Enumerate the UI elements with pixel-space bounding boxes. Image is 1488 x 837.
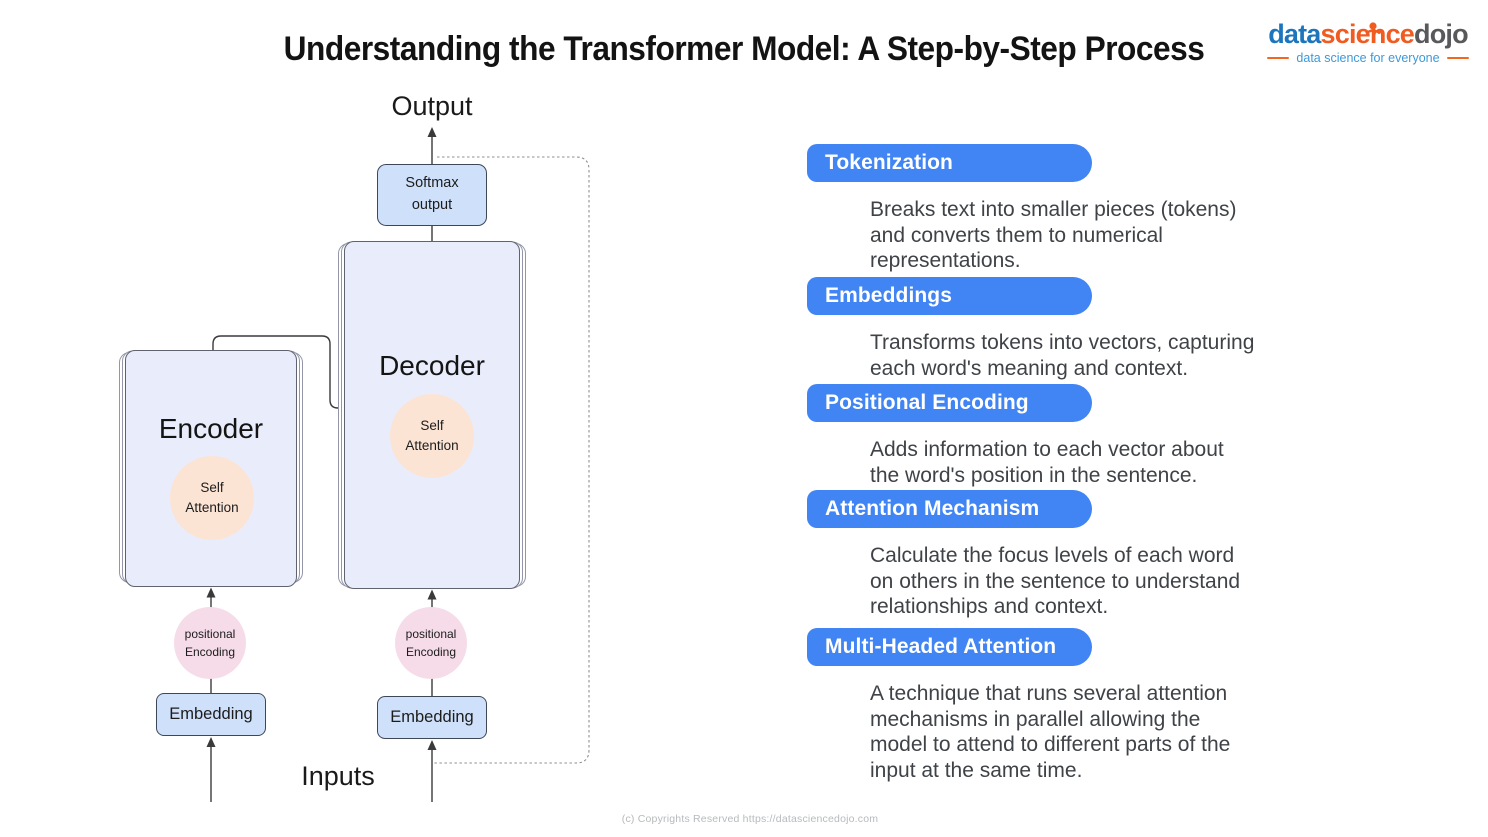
output-label: Output — [391, 91, 473, 121]
inputs-label: Inputs — [301, 761, 375, 791]
feedback-loop-dotted-line — [434, 156, 590, 764]
page-title-text: Understanding the Transformer Model: A S… — [283, 30, 1205, 68]
step-pill: Multi-Headed Attention — [807, 628, 1092, 666]
step-embeddings: Embeddings Transforms tokens into vector… — [807, 277, 1345, 381]
arrowhead-encoder-input — [206, 587, 216, 598]
logo-word-data: data — [1268, 19, 1321, 49]
step-attention-mechanism: Attention Mechanism Calculate the focus … — [807, 490, 1345, 620]
step-multi-headed-attention: Multi-Headed Attention A technique that … — [807, 628, 1345, 783]
tagline-dash-right — [1446, 56, 1469, 59]
decoder-label: Decoder — [379, 350, 485, 381]
encoder-box: Encoder Self Attention — [125, 350, 297, 587]
step-description: A technique that runs several attention … — [870, 682, 1231, 782]
arrowhead-decoder-embedding — [427, 740, 437, 750]
encoder-decoder-connector — [212, 335, 345, 409]
logo-word-science: science — [1321, 19, 1415, 49]
embedding-box-encoder: Embedding — [156, 693, 266, 736]
step-pill: Attention Mechanism — [807, 490, 1092, 528]
encoder-label: Encoder — [158, 413, 264, 444]
step-positional-encoding: Positional Encoding Adds information to … — [807, 384, 1345, 488]
decoder-self-attention-circle: Self Attention — [390, 394, 474, 478]
positional-encoding-circle-encoder: positional Encoding — [174, 607, 246, 679]
arrowhead-encoder-embedding — [206, 737, 216, 747]
embedding-box-decoder: Embedding — [377, 696, 487, 739]
step-tokenization: Tokenization Breaks text into smaller pi… — [807, 144, 1345, 274]
positional-encoding-circle-decoder: positional Encoding — [395, 607, 467, 679]
softmax-output-box: Softmax output — [377, 164, 487, 226]
step-pill: Tokenization — [807, 144, 1092, 182]
step-pill: Positional Encoding — [807, 384, 1092, 422]
arrowhead-output — [427, 127, 437, 137]
arrowhead-decoder-input — [427, 589, 437, 600]
tagline-text: data science for everyone — [1296, 50, 1440, 65]
person-icon — [1364, 11, 1381, 41]
page-title: Understanding the Transformer Model: A S… — [0, 30, 1488, 69]
step-description: Breaks text into smaller pieces (tokens)… — [870, 198, 1237, 272]
logo-tagline: data science for everyone — [1254, 51, 1482, 65]
step-description: Transforms tokens into vectors, capturin… — [870, 331, 1255, 380]
step-description: Adds information to each vector about th… — [870, 438, 1224, 487]
step-description: Calculate the focus levels of each word … — [870, 544, 1241, 618]
logo-word-dojo: dojo — [1414, 19, 1469, 49]
step-pill: Embeddings — [807, 277, 1092, 315]
copyright-text: (c) Copyrights Reserved https://datascie… — [621, 813, 879, 825]
tagline-dash-left — [1267, 56, 1290, 59]
decoder-box: Decoder Self Attention — [344, 241, 520, 589]
encoder-self-attention-circle: Self Attention — [170, 456, 254, 540]
